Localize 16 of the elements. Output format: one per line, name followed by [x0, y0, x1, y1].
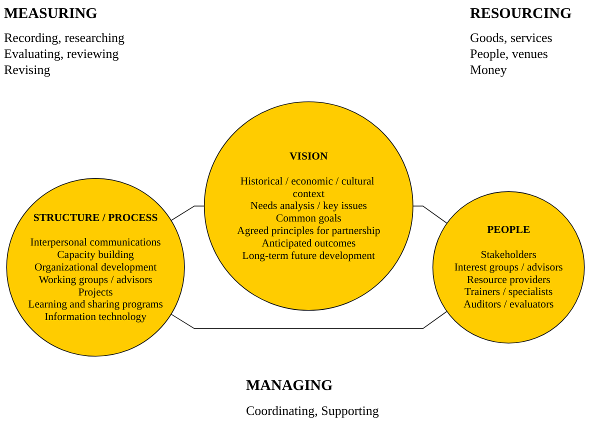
circle-node: VISION Historical / economic / cultural context Needs analysis / key issues Common goals Agreed principles for partnership Anticipated outcomes Long-term future development	[204, 101, 414, 311]
list-item-text: Evaluating, reviewing	[4, 46, 119, 61]
connector-line	[412, 206, 448, 224]
category-heading: RESOURCING	[470, 6, 572, 23]
list-item-text: Recording, researching	[4, 30, 125, 45]
category-heading: MANAGING	[246, 378, 333, 395]
list-item-text: Goods, services	[470, 30, 552, 45]
list-item-text: Coordinating, Supporting	[246, 403, 379, 418]
list-item-text: Revising	[4, 62, 50, 77]
connector-line	[170, 310, 448, 329]
category-heading: MEASURING	[4, 6, 98, 23]
connector-line	[170, 206, 205, 221]
circle-node: PEOPLE Stakeholders Interest groups / advisors Resource providers Trainers / specialists Auditors / evaluators	[432, 191, 585, 344]
list-item-text: Money	[470, 62, 507, 77]
list-item-text: People, venues	[470, 46, 548, 61]
circle-node: STRUCTURE / PROCESS Interpersonal communications Capacity building Organizational development Working groups / advisors Projects Learning and sharing programs Information technology	[6, 178, 185, 357]
